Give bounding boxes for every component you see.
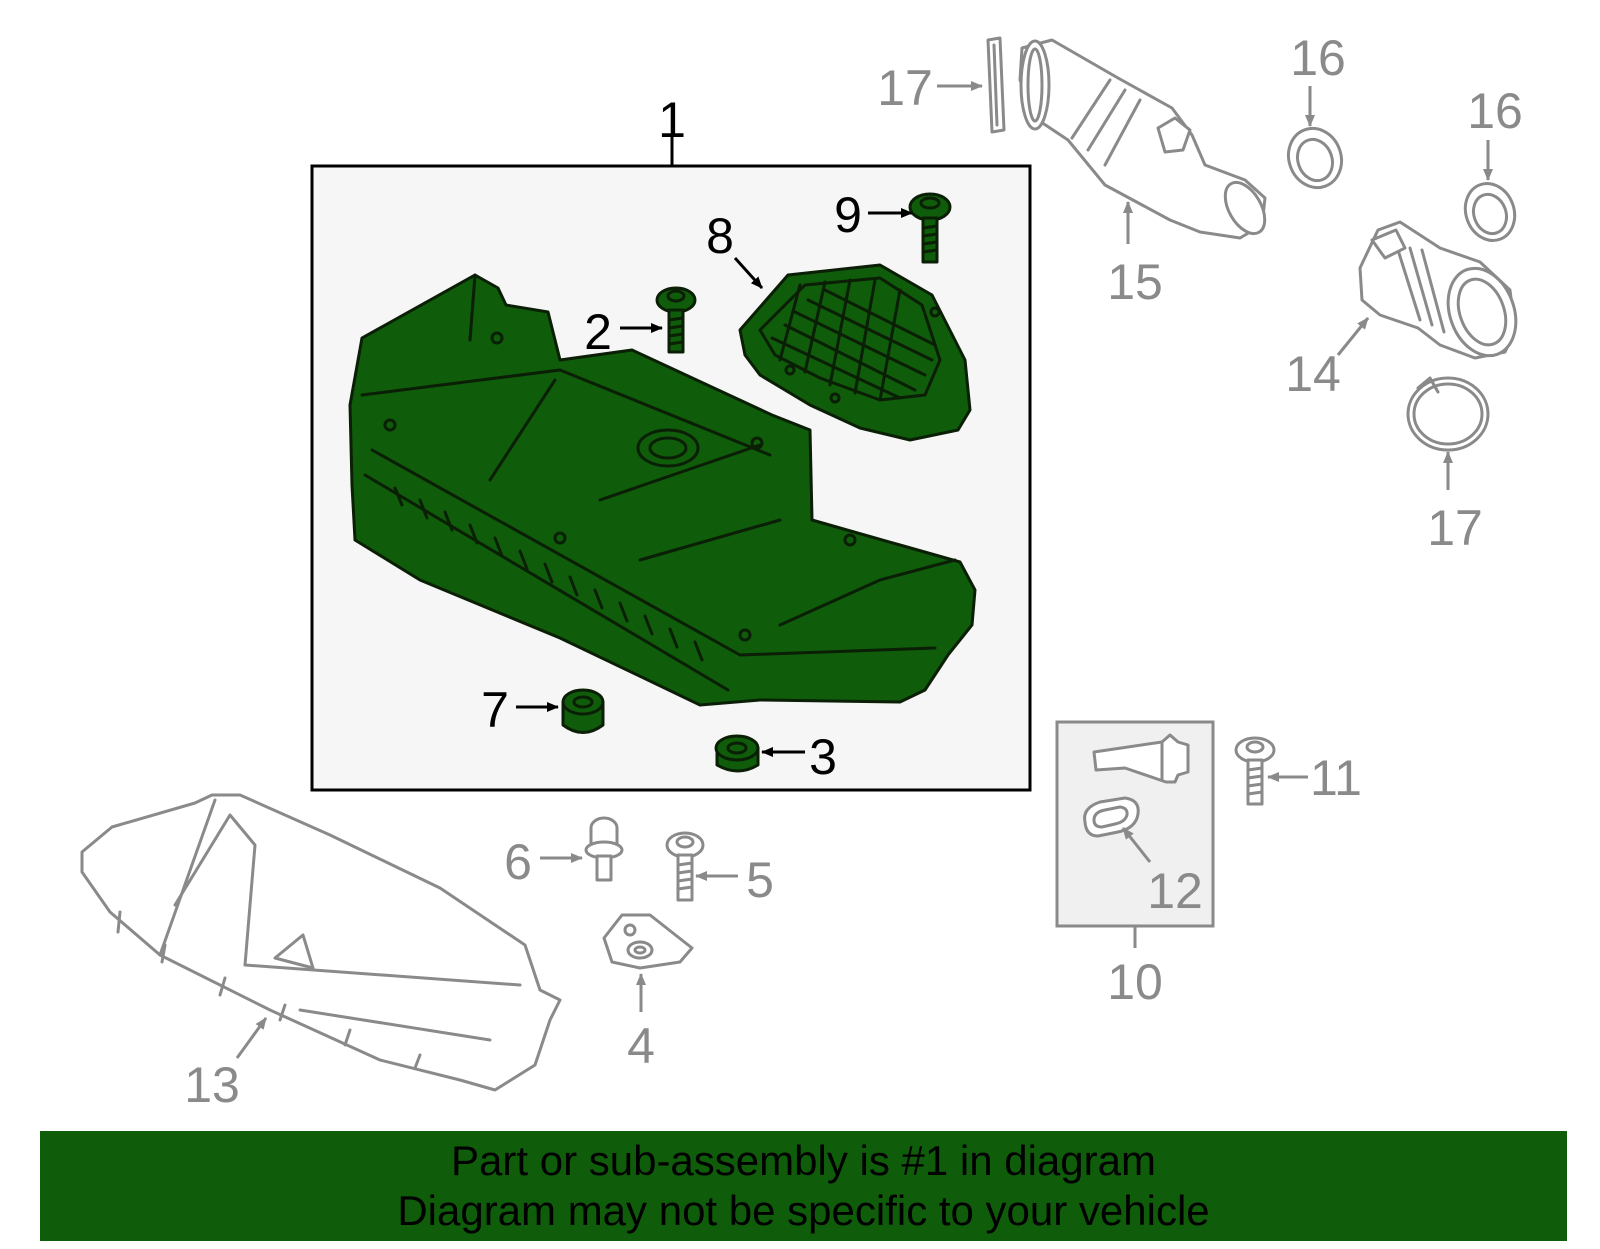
callout-9: 9	[834, 187, 862, 243]
bolt-2[interactable]	[655, 286, 697, 354]
callout-1: 1	[658, 92, 686, 148]
callout-13: 13	[184, 1057, 240, 1113]
callout-15: 15	[1107, 254, 1163, 310]
callout-16-upper: 16	[1290, 30, 1346, 86]
callout-8: 8	[706, 208, 734, 264]
callout-2: 2	[584, 304, 612, 360]
callout-14-arrow	[1336, 317, 1370, 356]
callout-12: 12	[1147, 863, 1203, 919]
callout-7: 7	[481, 682, 509, 738]
callout-6: 6	[504, 834, 532, 890]
bolt-9[interactable]	[908, 192, 952, 264]
callout-17-top: 17	[877, 60, 933, 116]
seal-ring-16-right[interactable]	[1458, 177, 1523, 248]
air-filter-element[interactable]	[738, 263, 972, 442]
stud-6[interactable]	[584, 816, 624, 882]
callout-17-right: 17	[1427, 500, 1483, 556]
callout-8-arrow	[733, 256, 764, 290]
clamp-17-right[interactable]	[1406, 376, 1490, 452]
bolt-5[interactable]	[665, 831, 705, 902]
bracket-4[interactable]	[602, 913, 694, 970]
callout-13-arrow	[235, 1017, 268, 1059]
callout-3: 3	[809, 729, 837, 785]
info-banner: Part or sub-assembly is #1 in diagram Di…	[40, 1131, 1567, 1241]
shroud-13[interactable]	[80, 793, 562, 1092]
banner-line-2: Diagram may not be specific to your vehi…	[397, 1187, 1210, 1234]
elbow-duct-14[interactable]	[1358, 220, 1527, 365]
air-filter-housing[interactable]	[348, 273, 977, 707]
callout-14: 14	[1285, 346, 1341, 402]
seal-ring-16-upper[interactable]	[1280, 121, 1349, 195]
callout-12-arrow	[1121, 827, 1152, 863]
callout-4: 4	[627, 1018, 655, 1074]
grommet-7[interactable]	[561, 688, 605, 734]
callout-11: 11	[1310, 750, 1362, 806]
intake-duct-15[interactable]	[1018, 38, 1273, 240]
gasket-12[interactable]	[1083, 796, 1140, 838]
sensor-10[interactable]	[1092, 733, 1190, 784]
callout-16-right: 16	[1467, 83, 1523, 139]
callout-10: 10	[1107, 954, 1163, 1010]
grommet-3[interactable]	[714, 734, 760, 773]
clamp-17-top[interactable]	[986, 36, 1006, 134]
callout-5: 5	[746, 852, 774, 908]
bolt-11[interactable]	[1234, 736, 1276, 806]
banner-line-1: Part or sub-assembly is #1 in diagram	[451, 1137, 1156, 1184]
